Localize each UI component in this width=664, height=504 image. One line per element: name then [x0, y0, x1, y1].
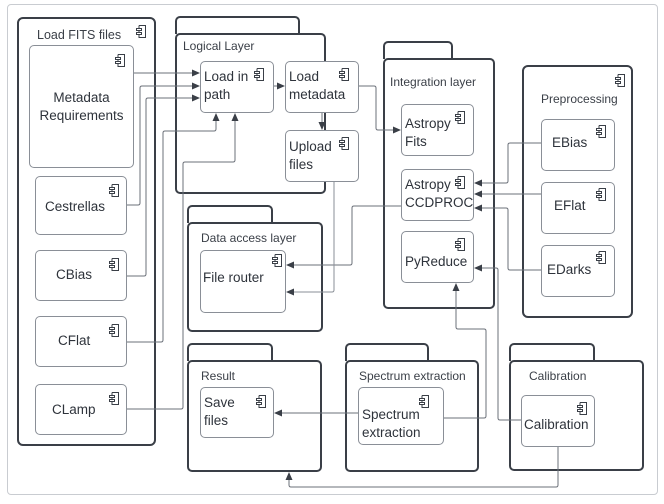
component-icon — [254, 68, 264, 81]
package-title: Integration layer — [390, 75, 477, 89]
component-icon — [596, 251, 606, 264]
package-title: Spectrum extraction — [359, 369, 466, 383]
component-label: File router — [203, 270, 264, 285]
package-tab — [509, 343, 595, 361]
component-icon — [136, 25, 146, 38]
component-pyreduce[interactable]: PyReduce — [401, 231, 474, 283]
component-icon — [577, 402, 587, 415]
component-icon — [272, 254, 282, 267]
component-label: Calibration — [524, 417, 589, 432]
package-tab — [187, 205, 273, 223]
diagram-canvas — [7, 4, 658, 495]
component-icon — [615, 74, 625, 87]
component-label: Metadata Requirements — [39, 90, 124, 123]
package-title: Calibration — [529, 369, 587, 383]
component-astropy-fits[interactable]: Astropy Fits — [401, 104, 474, 156]
component-label: Save files — [204, 395, 235, 428]
package-tab — [345, 343, 429, 361]
container-title: Load FITS files — [37, 28, 122, 42]
package-title: Logical Layer — [183, 39, 255, 53]
component-icon — [109, 184, 119, 197]
component-icon — [596, 188, 606, 201]
component-label: CBias — [56, 267, 93, 282]
component-label: Astropy Fits — [405, 116, 451, 149]
component-save-files[interactable]: Save files — [200, 387, 274, 438]
component-label: EFlat — [554, 198, 586, 213]
component-load-metadata[interactable]: Load metadata — [285, 61, 359, 113]
component-icon — [455, 111, 465, 124]
component-icon — [339, 137, 349, 150]
component-cbias[interactable]: CBias — [35, 250, 127, 301]
component-icon — [109, 324, 119, 337]
package-tab — [187, 343, 273, 361]
component-astropy-ccdproc[interactable]: Astropy CCDPROC — [401, 169, 474, 221]
component-icon — [455, 176, 465, 189]
component-icon — [455, 238, 465, 251]
component-label: Spectrum extraction — [362, 407, 421, 440]
component-edarks[interactable]: EDarks — [541, 245, 615, 297]
component-icon — [109, 392, 119, 405]
component-file-router[interactable]: File router — [200, 250, 286, 313]
component-icon — [419, 395, 429, 408]
component-eflat[interactable]: EFlat — [541, 182, 615, 234]
component-icon — [339, 68, 349, 81]
component-label: EBias — [552, 135, 588, 150]
component-label: Load metadata — [289, 69, 346, 102]
component-label: Upload files — [289, 139, 332, 172]
component-label: PyReduce — [405, 254, 468, 269]
component-label: Astropy CCDPROC — [405, 177, 474, 210]
component-upload-files[interactable]: Upload files — [285, 130, 359, 182]
component-load-in-path[interactable]: Load in path — [200, 61, 274, 113]
component-cestrellas[interactable]: Cestrellas — [35, 176, 127, 235]
container-title: Preprocessing — [541, 92, 618, 106]
component-clamp[interactable]: CLamp — [35, 384, 127, 435]
component-label: Cestrellas — [45, 199, 106, 214]
package-title: Data access layer — [201, 231, 297, 245]
component-icon — [256, 395, 266, 408]
component-spectrum-extraction[interactable]: Spectrum extraction — [358, 387, 444, 445]
component-label: CFlat — [58, 333, 91, 348]
package-tab — [175, 16, 300, 34]
component-ebias[interactable]: EBias — [541, 119, 615, 171]
package-title: Result — [201, 369, 236, 383]
component-icon — [109, 258, 119, 271]
package-tab — [383, 41, 453, 59]
component-icon — [115, 54, 125, 67]
component-metadata-requirements[interactable]: Metadata Requirements — [29, 45, 134, 168]
component-label: Load in path — [204, 69, 249, 102]
component-icon — [596, 125, 606, 138]
component-cflat[interactable]: CFlat — [35, 316, 127, 367]
component-label: CLamp — [52, 402, 96, 417]
component-calibration[interactable]: Calibration — [521, 395, 595, 447]
component-label: EDarks — [547, 262, 592, 277]
